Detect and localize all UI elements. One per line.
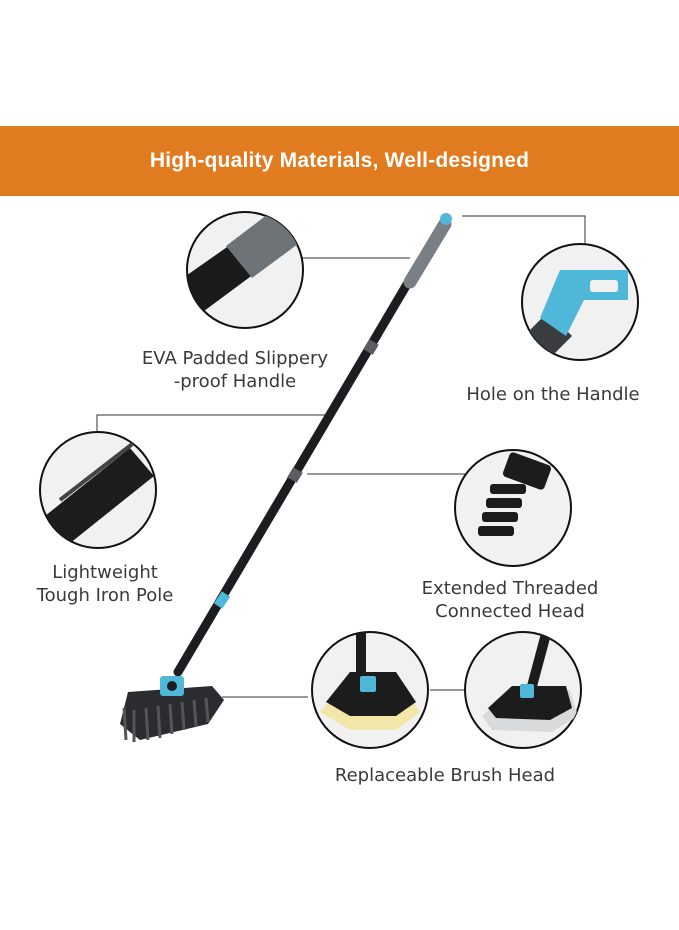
label-handle: EVA Padded Slippery -proof Handle [110, 347, 360, 393]
scrubber-head-circle [464, 631, 582, 749]
header-banner: High-quality Materials, Well-designed [0, 126, 679, 196]
label-pole-line2: Tough Iron Pole [36, 585, 174, 606]
thread-detail-circle [454, 449, 572, 567]
handle-detail-circle [186, 211, 304, 329]
label-hole-line1: Hole on the Handle [466, 384, 640, 405]
hole-detail-circle [521, 243, 639, 361]
banner-title: High-quality Materials, Well-designed [149, 149, 530, 172]
label-threaded: Extended Threaded Connected Head [400, 577, 620, 623]
label-pole: Lightweight Tough Iron Pole [10, 561, 200, 607]
pole-detail-circle [39, 431, 157, 549]
label-brush-head-line1: Replaceable Brush Head [334, 765, 556, 786]
label-hole: Hole on the Handle [448, 383, 658, 406]
label-handle-line1: EVA Padded Slippery [141, 348, 329, 369]
callout-lines [96, 215, 586, 698]
label-handle-line2: -proof Handle [173, 371, 297, 392]
label-brush-head: Replaceable Brush Head [320, 764, 570, 787]
label-threaded-line1: Extended Threaded [421, 578, 599, 599]
brush-head [120, 676, 224, 742]
brush-pole [173, 213, 452, 677]
sponge-head-circle [311, 631, 429, 749]
label-threaded-line2: Connected Head [435, 601, 585, 622]
label-pole-line1: Lightweight [52, 562, 158, 583]
